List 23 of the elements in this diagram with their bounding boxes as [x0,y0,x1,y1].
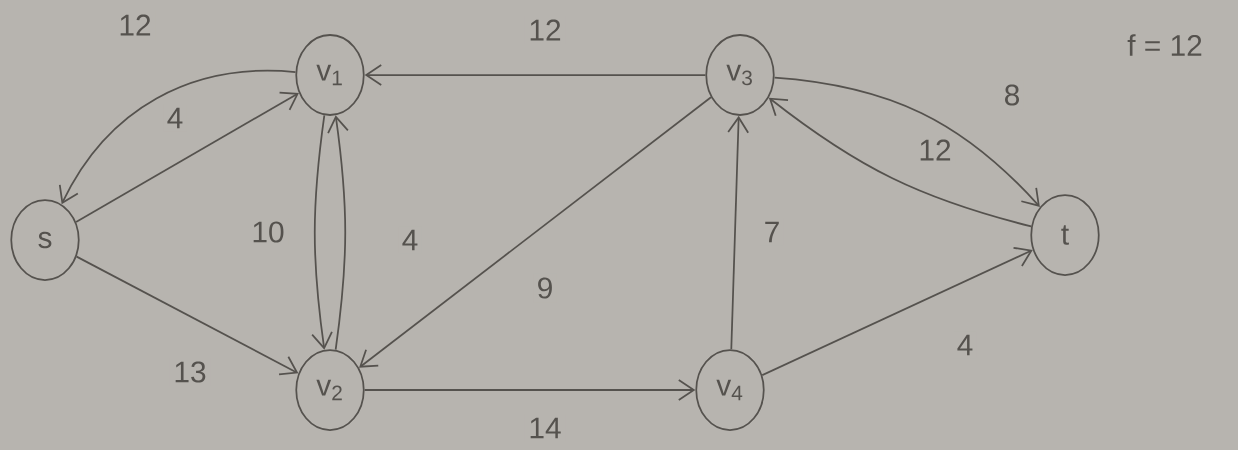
edge-label: 12 [914,136,956,164]
edge-label: 7 [760,218,784,246]
edge-label: 9 [533,273,557,303]
arrow [58,69,297,205]
arrow [773,76,1040,207]
arrow [327,115,349,351]
arrow [768,97,1033,228]
edge-label: 4 [953,331,977,359]
edge-label: 12 [524,16,566,44]
arrow [363,379,696,401]
arrow [311,114,333,350]
edge-label: 12 [114,11,156,39]
arrow [727,115,750,351]
edge-label: 4 [163,104,187,132]
edge-label: 14 [524,414,566,442]
arrow [359,96,712,368]
edge-label: 8 [1000,80,1024,110]
arrow [761,246,1033,376]
arrow [75,91,299,223]
edge-label: 4 [398,226,422,254]
flow-value-label: f = 12 [1127,34,1202,56]
arrow [75,255,299,376]
arrow [364,64,707,86]
